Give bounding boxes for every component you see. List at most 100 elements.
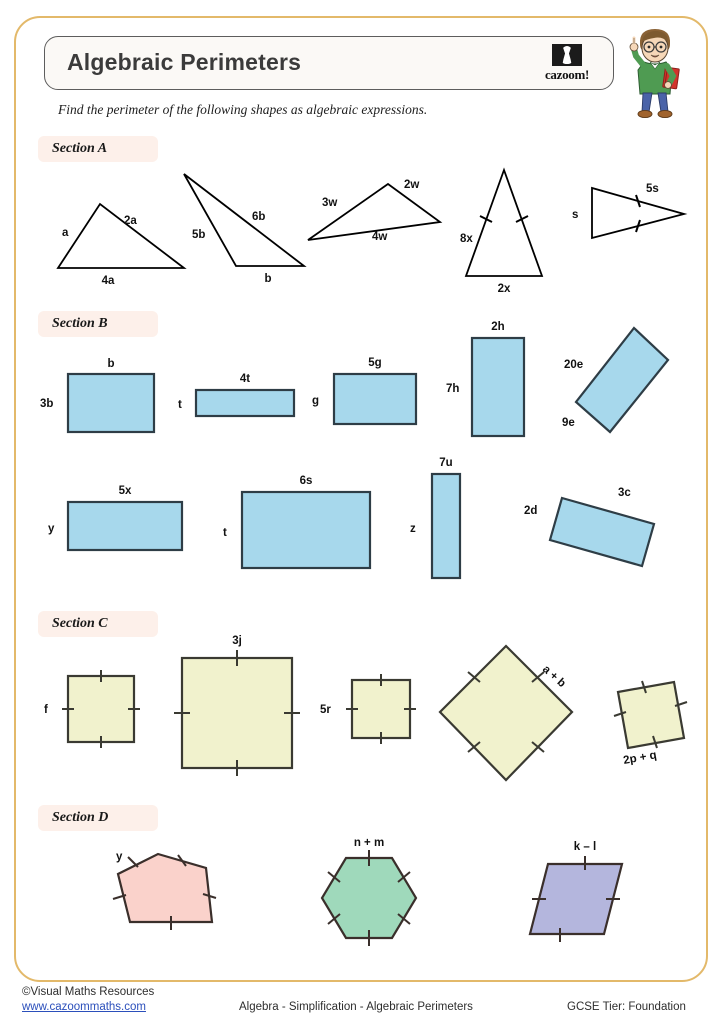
tick-right	[674, 701, 688, 707]
tick-3	[397, 871, 411, 883]
cartoon-teacher-mascot-icon	[629, 29, 680, 119]
label-20e: 20e	[564, 359, 583, 371]
section-label-a: Section A	[52, 141, 108, 156]
footer-copyright: ©Visual Maths Resources	[22, 986, 155, 998]
label-5r: 5r	[320, 704, 331, 716]
parallelogram-k-minus-l: k – l	[528, 841, 624, 942]
label-5x-width: 5x	[119, 485, 132, 497]
scalene-triangle-w: 3w 2w 4w	[307, 179, 443, 243]
page-title: Algebraic Perimeters	[67, 49, 302, 75]
tick-3	[112, 894, 127, 900]
pentagon-y: y	[112, 851, 217, 930]
tick-mark-right	[515, 215, 529, 223]
hexagon-n-plus-m: n + m	[320, 837, 418, 946]
square-3j: 3j	[174, 635, 300, 776]
label-4a: 4a	[102, 275, 115, 287]
title-box: Algebraic Perimeters cazoom!	[44, 36, 614, 90]
instruction-text: Find the perimeter of the following shap…	[58, 102, 428, 117]
tick-2	[327, 871, 341, 883]
label-k-minus-l: k – l	[574, 841, 596, 853]
section-header-b: Section B	[38, 311, 158, 337]
tick-left	[613, 711, 627, 717]
tick-2	[177, 854, 187, 867]
tick-top	[641, 680, 647, 694]
label-b-width: b	[107, 358, 114, 370]
rectangle-b: b 3b	[40, 358, 156, 434]
isosceles-triangle-s: s 5s	[572, 183, 688, 240]
label-4t-width: 4t	[240, 373, 250, 385]
isosceles-triangle-x: 8x 2x	[460, 167, 544, 295]
rectangle-4t: 4t t	[178, 373, 296, 418]
tick-mark-bottom	[635, 219, 641, 233]
rectangle-7u: 7u z	[410, 457, 462, 580]
label-g-height: g	[312, 395, 319, 407]
label-s: s	[572, 209, 578, 221]
label-n-plus-m: n + m	[354, 837, 384, 849]
logo-text: cazoom!	[544, 67, 590, 82]
label-2a: 2a	[124, 215, 137, 227]
label-b: b	[264, 273, 271, 285]
rotated-rectangle-3c: 2d 3c	[524, 487, 656, 568]
label-8x: 8x	[460, 233, 473, 245]
label-2w: 2w	[404, 179, 419, 191]
footer-tier: GCSE Tier: Foundation	[567, 1001, 686, 1013]
label-6b: 6b	[252, 211, 265, 223]
section-label-c: Section C	[52, 616, 108, 631]
rectangle-5g: 5g g	[312, 357, 418, 426]
footer-url-link[interactable]: www.cazoommaths.com	[22, 1001, 146, 1013]
label-z-height: z	[410, 523, 416, 535]
footer-breadcrumb: Algebra - Simplification - Algebraic Per…	[239, 1001, 473, 1013]
tick-ur	[531, 671, 545, 683]
tick-ll	[467, 741, 481, 753]
tick-ul	[467, 671, 481, 683]
section-label-d: Section D	[52, 810, 109, 825]
label-2d: 2d	[524, 505, 537, 517]
rectangle-5x: 5x y	[48, 485, 184, 552]
section-label-b: Section B	[52, 316, 108, 331]
square-5r: 5r	[320, 674, 416, 744]
label-3c: 3c	[618, 487, 631, 499]
label-t2-height: t	[223, 527, 227, 539]
tick-1	[127, 856, 139, 868]
footer: ©Visual Maths Resources www.cazoommaths.…	[0, 986, 724, 1024]
tick-4	[327, 913, 341, 925]
obtuse-triangle-b: 6b 5b b	[183, 173, 307, 285]
section-header-a: Section A	[38, 136, 158, 162]
rotated-rectangle-20e: 20e 9e	[562, 326, 670, 434]
label-y-pentagon: y	[116, 851, 123, 863]
label-3j: 3j	[232, 635, 242, 647]
label-3b-height: 3b	[40, 398, 53, 410]
label-7u-width: 7u	[439, 457, 452, 469]
scalene-triangle-a: a 2a 4a	[56, 202, 187, 287]
label-9e: 9e	[562, 417, 575, 429]
label-t-height: t	[178, 399, 182, 411]
label-y-height: y	[48, 523, 55, 535]
label-2x: 2x	[498, 283, 511, 295]
tick-mark-left	[479, 215, 493, 223]
square-f: f	[44, 670, 140, 748]
label-a: a	[62, 227, 69, 239]
tick-bottom	[652, 735, 658, 749]
label-6s-width: 6s	[300, 475, 313, 487]
label-3w: 3w	[322, 197, 337, 209]
rotated-square-a-plus-b: a + b	[438, 644, 574, 782]
section-header-d: Section D	[38, 805, 158, 831]
label-2h-width: 2h	[491, 321, 504, 333]
label-5b: 5b	[192, 229, 205, 241]
tick-4	[202, 893, 217, 899]
label-f: f	[44, 704, 48, 716]
label-5s: 5s	[646, 183, 659, 195]
rectangle-2h: 2h 7h	[446, 321, 526, 438]
rectangle-6s: 6s t	[223, 475, 372, 570]
tick-mark-top	[635, 194, 641, 208]
label-7h-height: 7h	[446, 383, 459, 395]
cazoom-hourglass-icon	[552, 44, 582, 66]
cazoom-logo: cazoom!	[535, 43, 599, 85]
label-5g-width: 5g	[368, 357, 381, 369]
label-2p-plus-q: 2p + q	[622, 749, 657, 767]
tick-lr	[531, 741, 545, 753]
section-header-c: Section C	[38, 611, 158, 637]
rotated-square-2p-plus-q: 2p + q	[613, 680, 688, 767]
tick-5	[397, 913, 411, 925]
label-4w: 4w	[372, 231, 387, 243]
